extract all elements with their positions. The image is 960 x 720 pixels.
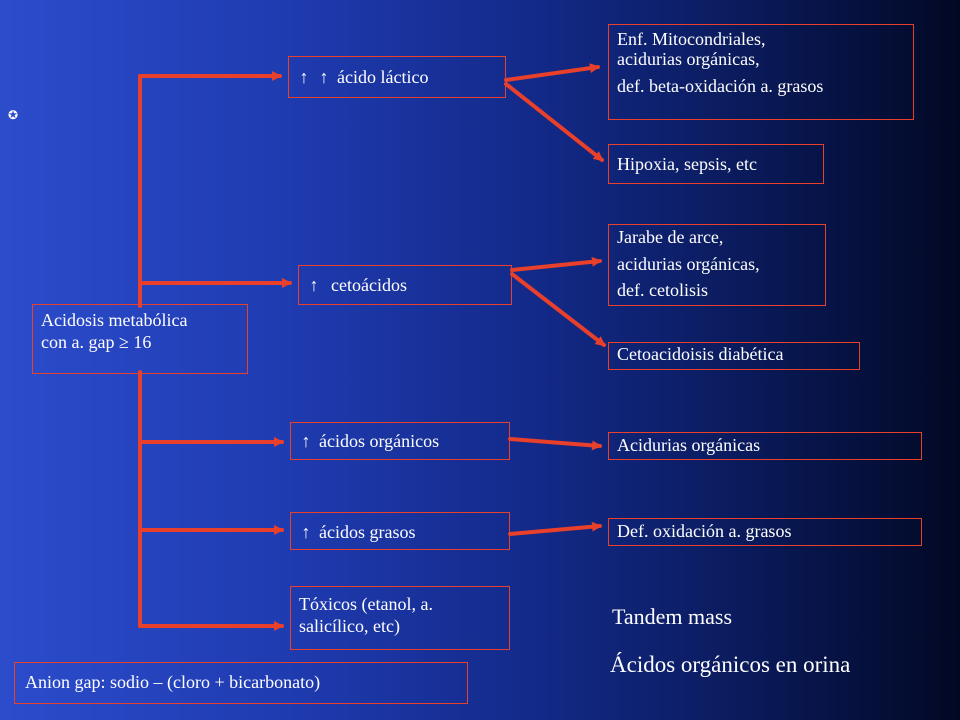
outcome-fatty-oxidation: Def. oxidación a. grasos (608, 518, 922, 546)
connector-lactic-to-mito (504, 63, 600, 82)
branch-toxics: Tóxicos (etanol, a. salicílico, etc) (290, 586, 510, 650)
arrow-up-icon: ↑ (299, 67, 309, 87)
branch-ketoacids: ↑cetoácidos (298, 265, 512, 305)
branch-organic-acids: ↑ácidos orgánicos (290, 422, 510, 460)
connector-fatty-to-oxidation (508, 521, 602, 536)
tandem-mass-label: Tandem mass (612, 604, 733, 629)
branch-fatty-acids: ↑ácidos grasos (290, 512, 510, 550)
root-node-metabolic-acidosis: Acidosis metabólica con a. gap ≥ 16 (32, 304, 248, 374)
outcome-mitochondrial: Enf. Mitocondriales, acidurias orgánicas… (608, 24, 914, 120)
connector-organic-to-acidurias (508, 437, 602, 451)
arrow-up-icon: ↑ (319, 67, 329, 87)
outcome-organic-acidurias: Acidurias orgánicas (608, 432, 922, 460)
greater-equal-icon: ≥ (118, 332, 129, 352)
branch-lactic-acid: ↑↑ácido láctico (288, 56, 506, 98)
connector-keto-to-dka (510, 272, 606, 347)
outcome-maple-syrup: Jarabe de arce, acidurias orgánicas, def… (608, 224, 826, 306)
root-line-2: con a. gap ≥ 16 (41, 332, 152, 352)
anion-gap-formula-box: Anion gap: sodio – (cloro + bicarbonato) (14, 662, 468, 704)
outcome-hypoxia: Hipoxia, sepsis, etc (608, 144, 824, 184)
arrow-up-icon: ↑ (309, 275, 319, 295)
root-line-1: Acidosis metabólica (41, 310, 188, 330)
urine-organic-acids-label: Ácidos orgánicos en orina (610, 652, 851, 677)
connector-lactic-to-hypoxia (504, 82, 604, 162)
outcome-dka: Cetoacidoisis diabética (608, 342, 860, 370)
stray-glyph-icon: ✪ (8, 108, 19, 122)
connector-keto-to-maple (510, 256, 602, 272)
arrow-up-icon: ↑ (301, 431, 311, 451)
arrow-up-icon: ↑ (301, 522, 311, 542)
